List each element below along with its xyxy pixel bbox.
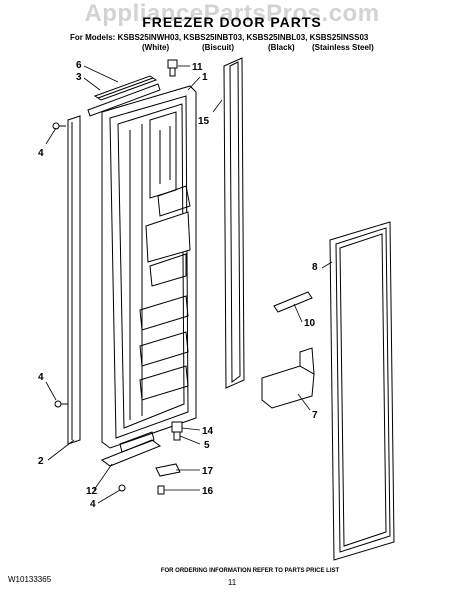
part-screws-left — [52, 122, 68, 408]
callout-3: 3 — [76, 72, 82, 83]
part-top-trim — [93, 75, 158, 101]
callout-10: 10 — [304, 318, 316, 329]
callout-1: 1 — [202, 72, 208, 83]
part-door-liner — [101, 85, 197, 449]
color-white: (White) — [142, 43, 170, 52]
callout-7: 7 — [312, 410, 318, 421]
models-prefix: For Models: — [70, 33, 116, 42]
part-door-gasket — [329, 221, 395, 561]
watermark: AppliancePartsPros.com — [84, 0, 380, 27]
callout-14: 14 — [202, 426, 214, 437]
part-small-trim — [273, 291, 313, 313]
color-biscuit: (Biscuit) — [202, 43, 234, 52]
callout-6: 6 — [76, 60, 82, 71]
callout-2: 2 — [38, 456, 44, 467]
callout-4-bottom: 4 — [90, 499, 96, 510]
page-title: FREEZER DOOR PARTS — [142, 14, 322, 30]
model-colors: (White) (Biscuit) (Black) (Stainless Ste… — [70, 43, 390, 54]
color-black: (Black) — [268, 43, 295, 52]
model-numbers: For Models: KSBS25INWH03, KSBS25INBT03, … — [70, 33, 390, 42]
callout-4-middle: 4 — [38, 372, 44, 383]
leader-lines — [45, 65, 333, 504]
callout-12: 12 — [86, 486, 98, 497]
callout-17: 17 — [202, 466, 214, 477]
models-list: KSBS25INWH03, KSBS25INBT03, KSBS25INBL03… — [117, 33, 369, 42]
callout-11: 11 — [192, 62, 203, 73]
part-door-bin — [261, 347, 315, 409]
part-screw-11 — [167, 59, 178, 77]
part-right-gasket-channel — [223, 57, 245, 389]
ordering-info: FOR ORDERING INFORMATION REFER TO PARTS … — [160, 568, 340, 574]
model-list: For Models: KSBS25INWH03, KSBS25INBT03, … — [70, 33, 390, 54]
document-part-number: W10133365 — [8, 575, 52, 584]
part-hinge-bracket — [100, 431, 162, 467]
callout-15: 15 — [198, 116, 210, 127]
callout-8: 8 — [312, 262, 318, 273]
callout-labels: 6 3 11 1 4 15 8 10 4 7 14 5 2 17 12 16 4 — [38, 60, 318, 510]
part-trim-strip — [87, 83, 161, 117]
part-left-side-trim — [67, 115, 81, 445]
callout-16: 16 — [202, 486, 214, 497]
page-number: 11 — [227, 578, 237, 587]
callout-5: 5 — [204, 440, 210, 451]
callout-4-top: 4 — [38, 148, 44, 159]
color-stainless: (Stainless Steel) — [312, 43, 374, 52]
